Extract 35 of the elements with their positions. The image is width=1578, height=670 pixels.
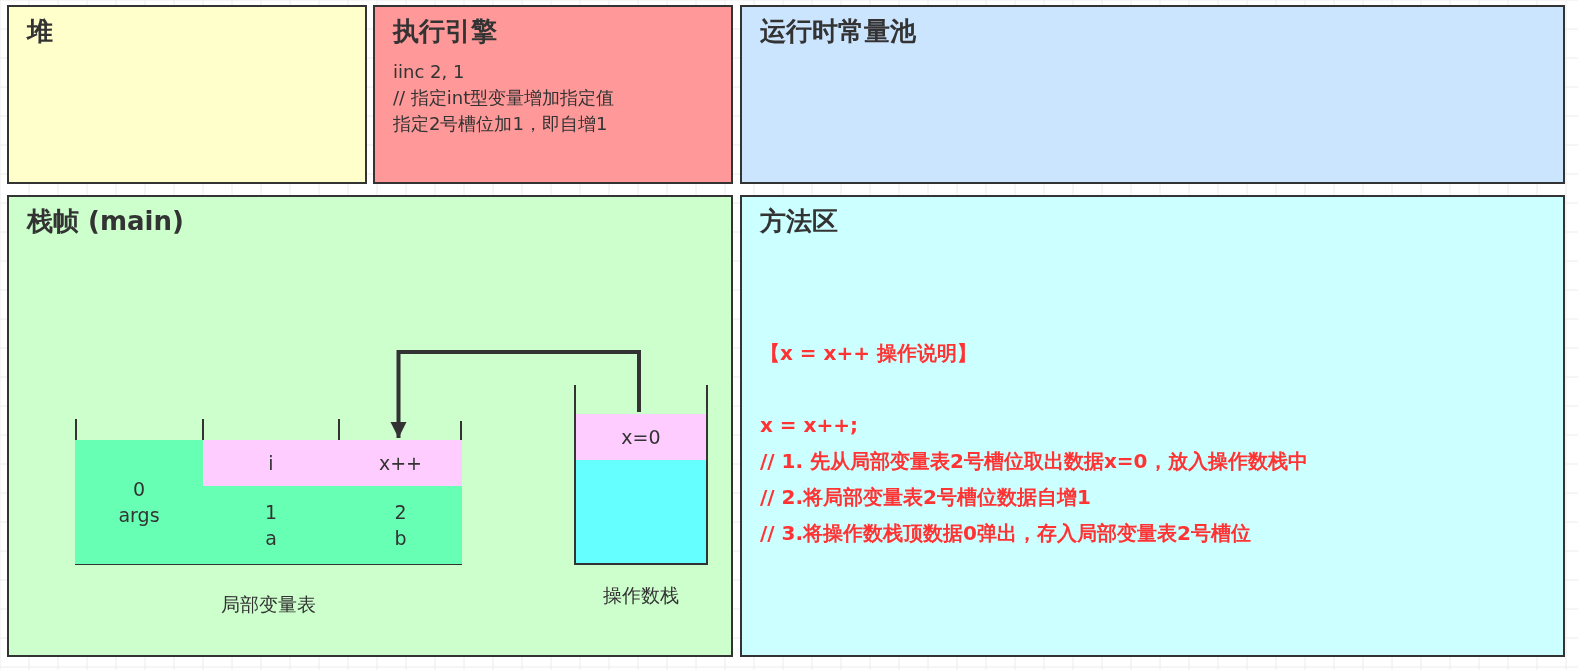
cell-text: 0 xyxy=(132,477,146,502)
table-cell xyxy=(339,440,462,486)
box-heading: 执行引擎 xyxy=(393,15,498,48)
box-heading: 栈帧 (main) xyxy=(27,205,185,238)
code-line: // 3.将操作数栈顶数据0弹出，存入局部变量表2号槽位 xyxy=(760,520,1252,547)
instruction-text: iinc 2, 1 xyxy=(393,60,466,84)
execution-engine-box xyxy=(373,5,733,184)
stack-cell xyxy=(576,414,706,460)
code-line: x = x++; xyxy=(760,412,859,439)
method-area-box xyxy=(740,195,1565,657)
note-title: 【x = x++ 操作说明】 xyxy=(760,340,978,367)
cell-text: 1 xyxy=(264,500,278,525)
constant-pool-box xyxy=(740,5,1565,184)
code-line: // 1. 先从局部变量表2号槽位取出数据x=0，放入操作数栈中 xyxy=(760,448,1309,475)
comment-text: 指定2号槽位加1，即自增1 xyxy=(393,112,609,136)
box-heading: 堆 xyxy=(27,15,54,48)
table-caption: 局部变量表 xyxy=(220,592,317,617)
table-cell xyxy=(75,440,203,564)
table-cell xyxy=(339,486,462,564)
cell-text: 2 xyxy=(394,500,407,525)
box-heading: 运行时常量池 xyxy=(760,15,917,48)
stack-caption: 操作数栈 xyxy=(602,583,680,608)
cell-text: a xyxy=(265,526,277,551)
cell-text: args xyxy=(118,503,160,528)
heap-box xyxy=(7,5,367,184)
cell-text: i xyxy=(268,451,274,476)
stack-frame-box xyxy=(7,195,733,657)
cell-text: x++ xyxy=(378,451,423,476)
cell-text: x=0 xyxy=(621,425,661,450)
comment-text: // 指定int型变量增加指定值 xyxy=(393,86,616,110)
code-line: // 2.将局部变量表2号槽位数据自增1 xyxy=(760,484,1092,511)
arrow xyxy=(390,350,641,438)
table-cell xyxy=(203,440,339,486)
box-heading: 方法区 xyxy=(760,205,839,238)
cell-text: b xyxy=(394,526,407,551)
